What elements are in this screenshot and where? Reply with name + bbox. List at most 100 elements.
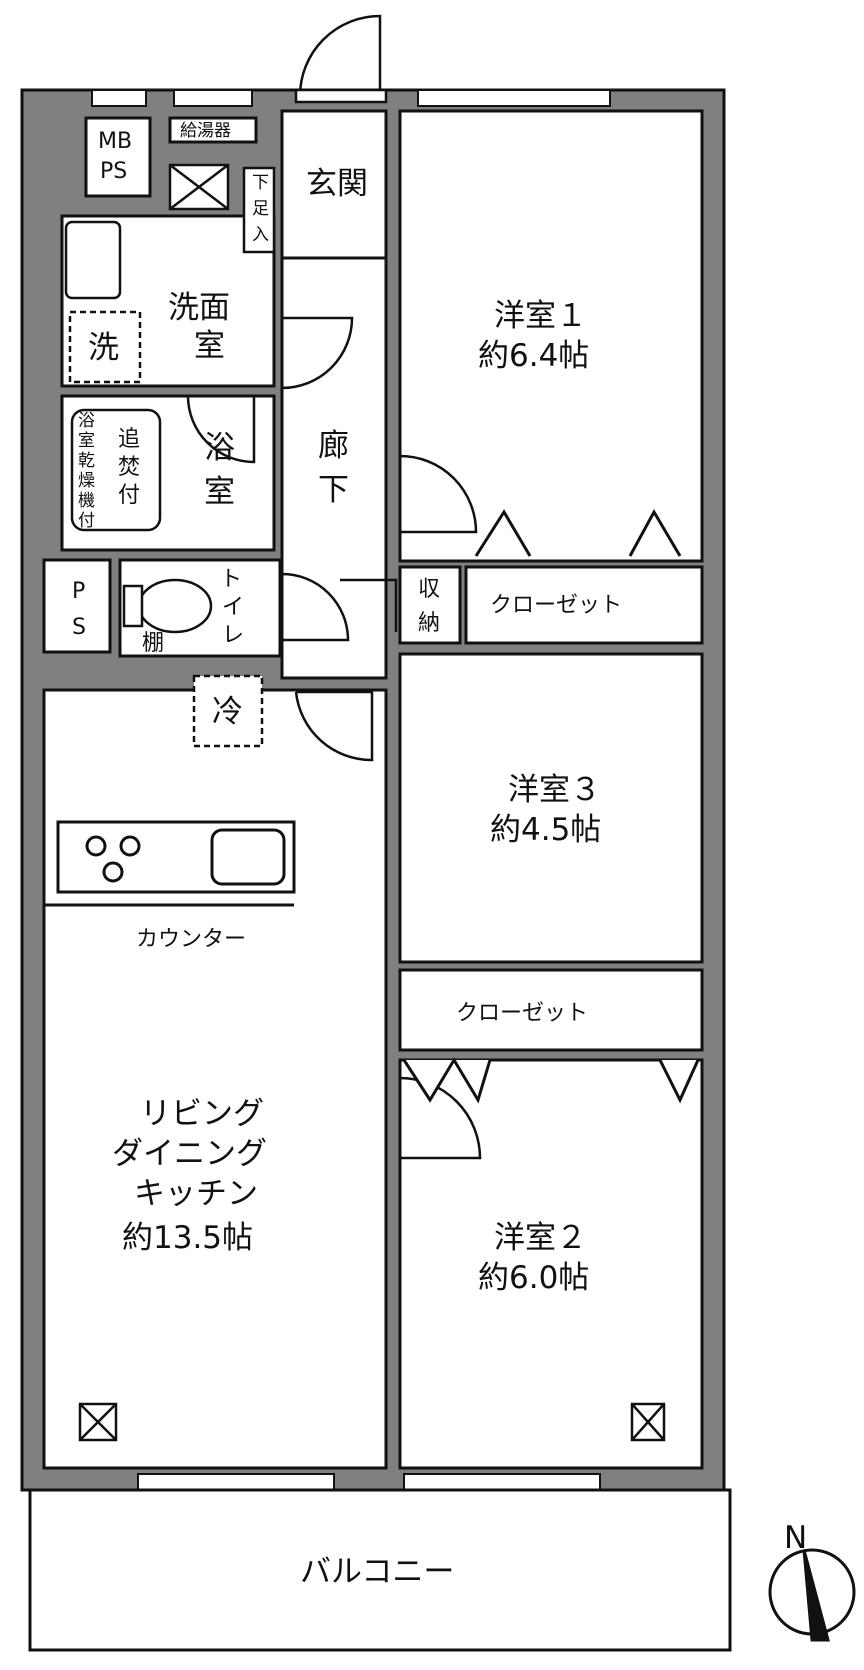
balcony xyxy=(28,1488,732,1652)
label-mbps-2: PS xyxy=(100,159,127,184)
fold-door xyxy=(628,508,682,557)
burner-icon xyxy=(119,835,141,857)
burner-icon xyxy=(85,835,107,857)
doors xyxy=(186,14,482,1160)
label-dryer: 浴 xyxy=(78,411,95,431)
label-ldk-3: キッチン xyxy=(134,1176,258,1212)
gesokuire-box xyxy=(242,166,276,254)
closet-doors xyxy=(402,508,700,1104)
fold-door xyxy=(402,1057,492,1104)
door-toilet xyxy=(281,572,350,642)
label-senmen-2: 室 xyxy=(194,328,225,364)
label-toilet-1: ト xyxy=(220,567,242,592)
floor-genkan xyxy=(280,109,388,260)
floor-shuunou xyxy=(398,565,462,645)
label-washer: 洗 xyxy=(88,330,119,366)
label-shuunou-2: 納 xyxy=(418,611,440,636)
labels: 玄関 洗面 室 浴 室 廊 下 ト イ レ 棚 洗 冷 洋室１ 約6.4帖 洋室… xyxy=(72,121,807,1590)
vent-cross xyxy=(169,164,229,210)
label-dryer: 付 xyxy=(78,511,95,531)
label-closet-1: クローゼット xyxy=(490,593,622,618)
label-oidaki: 追 xyxy=(118,427,140,452)
label-toilet-2: イ xyxy=(222,595,244,620)
floor-rouka xyxy=(280,256,388,680)
label-gesokuire-2: 足 xyxy=(252,199,269,219)
vent-cross xyxy=(631,1403,665,1441)
label-closet-2: クローゼット xyxy=(456,1001,588,1026)
floor-ps xyxy=(42,558,112,654)
door-ldk xyxy=(294,690,374,762)
window-mbps xyxy=(91,89,147,107)
label-dryer: 燥 xyxy=(78,471,95,491)
label-yokushitsu-1: 浴 xyxy=(204,430,235,466)
fridge-space xyxy=(192,674,264,748)
door-yokushitsu xyxy=(186,395,256,464)
label-ldk-1: リビング xyxy=(140,1096,264,1132)
floor-youshitsu3 xyxy=(398,652,704,964)
label-ps-1: P xyxy=(72,579,85,604)
door-shuunou xyxy=(340,578,398,632)
window xyxy=(294,88,388,104)
label-balcony: バルコニー xyxy=(300,1554,454,1590)
label-youshitsu3-size: 約4.5帖 xyxy=(490,812,601,848)
floor-kyutoki xyxy=(168,116,258,144)
floor-closet1 xyxy=(464,565,704,645)
entrance-door xyxy=(298,14,382,97)
label-rouka-2: 下 xyxy=(318,472,349,508)
label-mbps-1: MB xyxy=(98,129,132,154)
window-kyutoki xyxy=(173,89,253,107)
label-tana: 棚 xyxy=(142,631,164,656)
fixtures xyxy=(64,163,666,1442)
label-gesokuire-3: 入 xyxy=(252,225,269,245)
label-youshitsu2-size: 約6.0帖 xyxy=(478,1260,589,1296)
label-youshitsu1-size: 約6.4帖 xyxy=(478,338,589,374)
label-counter: カウンター xyxy=(136,927,246,952)
label-fridge: 冷 xyxy=(212,694,243,730)
label-senmen-1: 洗面 xyxy=(168,290,230,326)
sink xyxy=(210,828,286,886)
floor-ldk xyxy=(42,688,388,1470)
label-dryer: 室 xyxy=(78,431,95,451)
window-youshitsu2 xyxy=(403,1473,601,1491)
label-genkan: 玄関 xyxy=(306,166,368,202)
label-shuunou-1: 収 xyxy=(418,577,440,602)
balcony-floor xyxy=(28,1488,732,1652)
kitchen xyxy=(44,820,296,907)
washbasin xyxy=(64,220,122,300)
fold-door xyxy=(658,1059,700,1104)
washer-space xyxy=(68,310,142,384)
label-oidaki: 付 xyxy=(118,483,140,508)
toilet-bowl xyxy=(137,578,213,634)
dryer-box xyxy=(70,408,162,532)
floor-youshitsu2 xyxy=(398,1058,704,1470)
compass-needle xyxy=(802,1549,830,1642)
floor-mbps xyxy=(84,116,152,198)
floor-closet2 xyxy=(398,968,704,1052)
label-youshitsu1-name: 洋室１ xyxy=(494,298,587,334)
label-ldk-size: 約13.5帖 xyxy=(122,1220,253,1256)
label-oidaki: 焚 xyxy=(118,455,140,480)
label-kyutoki: 給湯器 xyxy=(180,121,231,141)
room-floors xyxy=(42,109,704,1470)
label-yokushitsu-2: 室 xyxy=(204,474,235,510)
label-ldk-2: ダイニング xyxy=(112,1136,267,1172)
floor-youshitsu1 xyxy=(398,109,704,563)
door-senmen xyxy=(281,316,354,390)
label-dryer: 機 xyxy=(78,491,95,511)
label-ps-2: S xyxy=(72,615,86,640)
fold-door xyxy=(474,509,532,557)
window-youshitsu1 xyxy=(417,89,611,107)
toilet-tank xyxy=(122,584,144,628)
label-dryer: 乾 xyxy=(78,451,95,471)
label-youshitsu2-name: 洋室２ xyxy=(494,1220,587,1256)
label-toilet-3: レ xyxy=(222,623,244,648)
burner-icon xyxy=(102,861,124,883)
window-ldk xyxy=(137,1473,335,1491)
compass xyxy=(768,1548,856,1642)
door-youshitsu1 xyxy=(399,454,478,534)
label-gesokuire-1: 下 xyxy=(252,173,269,193)
compass-label: N xyxy=(784,1520,807,1556)
label-youshitsu3-name: 洋室３ xyxy=(508,772,601,808)
label-rouka-1: 廊 xyxy=(318,428,349,464)
